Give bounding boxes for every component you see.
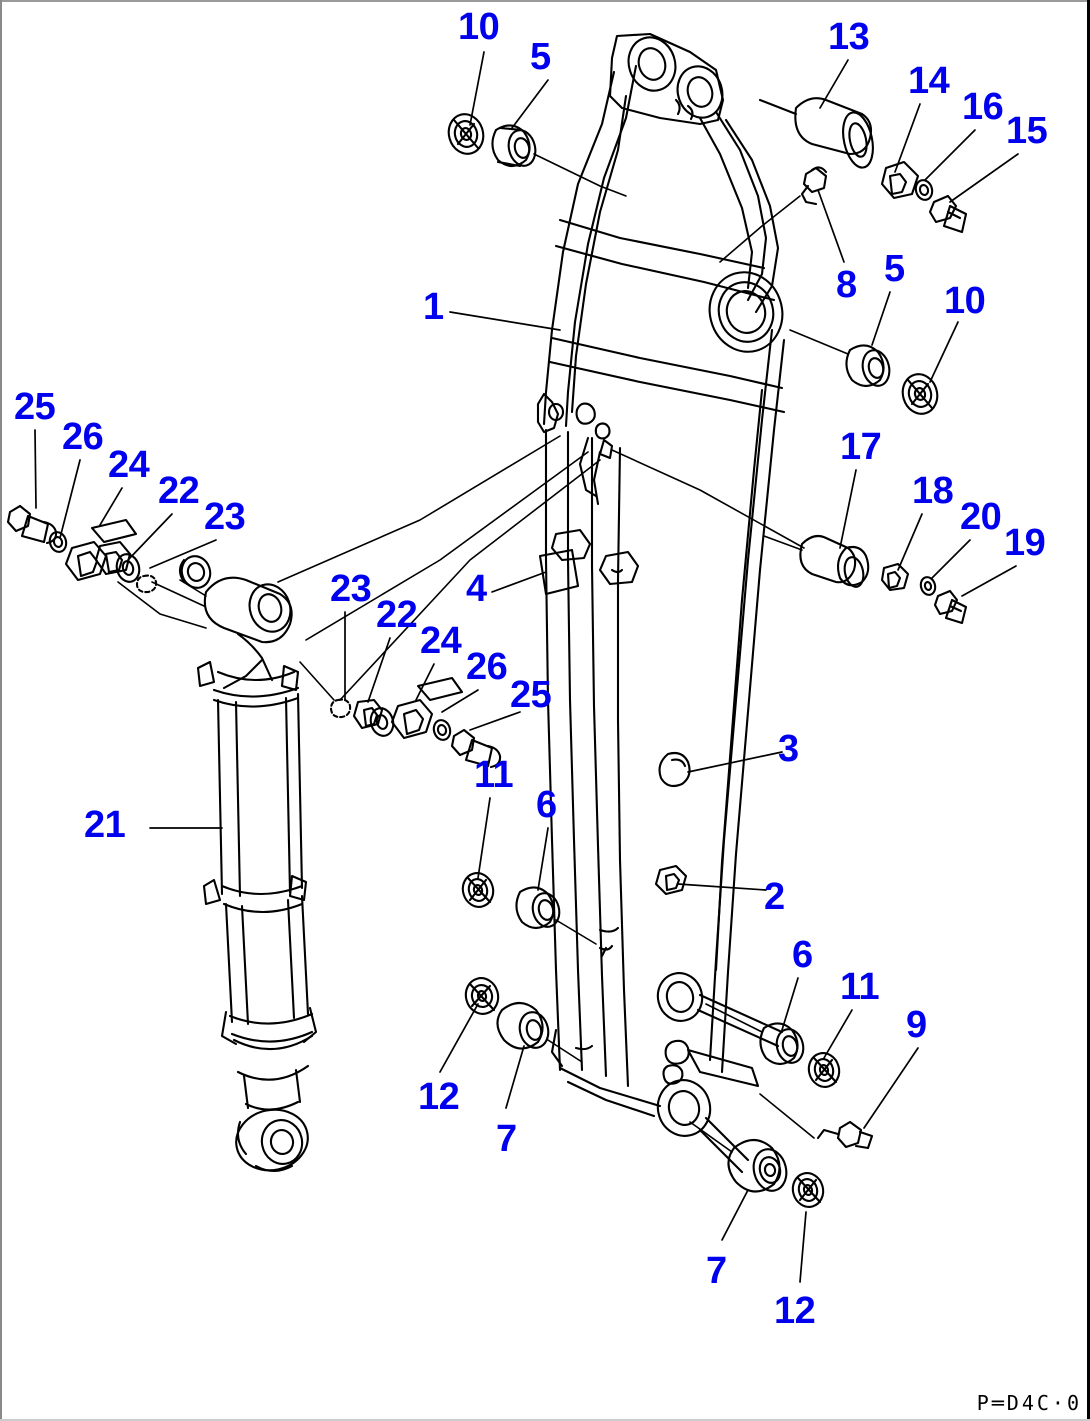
bushing-6-right: [705, 1003, 841, 1088]
leader-3: [687, 751, 783, 773]
callout-12: 12: [774, 1290, 816, 1332]
leader-6: [781, 977, 799, 1031]
callout-10: 10: [458, 6, 500, 48]
leader-16: [924, 129, 976, 181]
callout-4: 4: [466, 568, 487, 610]
leader-23: [149, 539, 217, 569]
callout-25: 25: [14, 386, 56, 428]
pin-assembly-group: [758, 97, 968, 234]
assembly-leader-lines: [277, 435, 805, 701]
callout-25: 25: [510, 674, 552, 716]
callout-23: 23: [204, 496, 246, 538]
leader-10: [929, 321, 959, 383]
leader-1: [449, 311, 561, 331]
callout-23: 23: [330, 568, 372, 610]
callout-8: 8: [836, 264, 857, 306]
leader-13: [819, 59, 849, 109]
fastener-cluster-right: [299, 661, 502, 769]
callout-9: 9: [906, 1004, 927, 1046]
callout-18: 18: [912, 470, 954, 512]
callout-17: 17: [840, 426, 882, 468]
pin-short-group: [763, 534, 968, 625]
leader-25: [469, 711, 521, 731]
leader-12: [799, 1211, 807, 1283]
leader-24: [415, 663, 435, 701]
callout-22: 22: [158, 470, 200, 512]
hydraulic-cylinder-21: [178, 555, 318, 1173]
bushing-7-left: [464, 977, 583, 1063]
callout-22: 22: [376, 594, 418, 636]
bushing-group-top-left: [447, 113, 627, 197]
bushing-7-bottom: [689, 1121, 825, 1208]
callout-15: 15: [1006, 110, 1048, 152]
callout-2: 2: [764, 876, 785, 918]
callout-7: 7: [706, 1250, 727, 1292]
callout-26: 26: [466, 646, 508, 688]
page-border-left: [0, 0, 2, 1421]
leader-26: [59, 459, 81, 539]
callout-20: 20: [960, 496, 1002, 538]
callout-1: 1: [423, 286, 444, 328]
leader-15: [949, 153, 1019, 203]
callout-24: 24: [108, 444, 150, 486]
grease-fitting-8: [719, 166, 828, 263]
callout-19: 19: [1004, 522, 1046, 564]
callout-10: 10: [944, 280, 986, 322]
leader-5: [511, 79, 549, 129]
leader-17: [839, 469, 857, 549]
leader-26: [441, 689, 479, 713]
callout-24: 24: [420, 620, 462, 662]
callout-5: 5: [884, 248, 905, 290]
leader-19: [961, 565, 1017, 597]
page-border-right: [1087, 0, 1090, 1421]
drawing-code: P═D4C·0: [976, 1391, 1082, 1415]
callout-12: 12: [418, 1076, 460, 1118]
leader-25: [34, 429, 37, 509]
leader-10: [469, 51, 485, 126]
leader-9: [863, 1047, 919, 1129]
callout-11: 11: [840, 966, 880, 1008]
leader-5: [871, 291, 891, 346]
leader-14: [894, 103, 921, 173]
page-border-top: [0, 0, 1090, 2]
callout-14: 14: [908, 60, 950, 102]
leader-6: [537, 827, 549, 891]
leader-11: [823, 1009, 853, 1059]
callout-5: 5: [530, 36, 551, 78]
leader-12: [439, 1003, 479, 1073]
bushing-6-left: [461, 872, 614, 951]
callout-leader-lines: [34, 51, 1019, 1283]
bushing-group-right: [789, 329, 939, 415]
leader-11: [477, 797, 491, 879]
callout-7: 7: [496, 1118, 517, 1160]
leader-7: [505, 1045, 525, 1109]
leader-18: [897, 513, 923, 571]
grease-nipple-9: [759, 1093, 874, 1150]
leader-8: [817, 189, 845, 263]
leader-2: [677, 883, 767, 891]
callout-11: 11: [474, 754, 514, 796]
callout-3: 3: [778, 728, 799, 770]
leader-4: [491, 571, 547, 593]
fastener-cluster-left: [6, 504, 207, 629]
arm-main-structure: [536, 32, 786, 1174]
callout-6: 6: [792, 934, 813, 976]
callout-26: 26: [62, 416, 104, 458]
callout-16: 16: [962, 86, 1004, 128]
leader-20: [931, 539, 971, 579]
callout-6: 6: [536, 784, 557, 826]
callout-21: 21: [84, 804, 126, 846]
page-border-bottom: [0, 1419, 1090, 1421]
callout-13: 13: [828, 16, 870, 58]
leader-22: [367, 637, 391, 703]
leader-22: [127, 513, 173, 561]
leader-24: [99, 487, 123, 526]
leader-7: [721, 1189, 749, 1241]
